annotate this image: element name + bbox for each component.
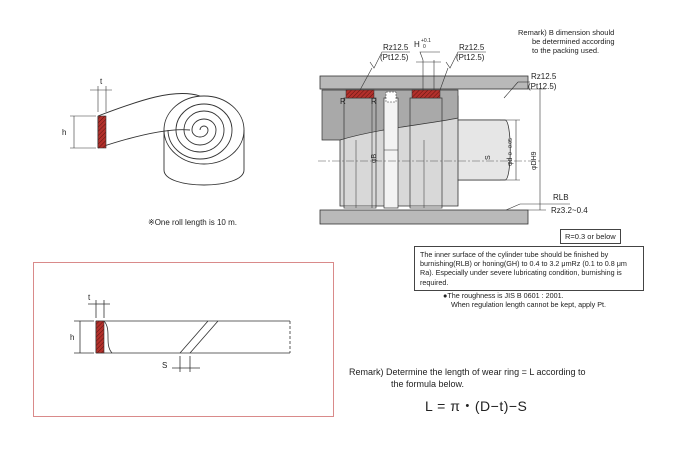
phi-d-label: φd [507,157,514,166]
rz-mid-label-1: Rz12.5 [459,43,485,52]
phi-dh9-label: φDH9 [531,151,538,170]
strip-frame [33,262,334,417]
rz-left-label-2: (Pt12.5) [380,53,409,62]
roughness-note: ●The roughness is JIS B 0601 : 2001. Whe… [443,291,606,310]
inner-surface-note: The inner surface of the cylinder tube s… [414,246,644,291]
r-mid-label: R [371,97,377,106]
roughness-line-2: When regulation length cannot be kept, a… [451,300,607,310]
remark-top-line-1: Remark) B dimension should [518,28,615,37]
h-tolerance-sup: +0.1 [421,38,431,44]
roll-dimensions [70,86,112,149]
remark-top-line-2: be determined according [532,37,615,46]
wear-ring-roll [97,93,245,186]
remark-b-dimension: Remark) B dimension should be determined… [518,28,615,55]
h-tolerance-label: H [414,40,420,49]
phi-b-label: φB [371,153,378,163]
remark-bottom-line-2: the formula below. [391,378,465,389]
strip-t-label: t [88,293,91,302]
phi-d-tolerance: 0 −0.05 [508,138,514,155]
cylinder-dimensions [359,51,570,211]
remark-wear-ring-length: Remark) Determine the length of wear rin… [349,367,586,390]
roll-length-note: ※One roll length is 10 m. [148,218,237,227]
rz-right-label-2: (Pt12.5) [528,82,557,91]
roll-cross-section [97,115,107,149]
h-tolerance-sub: 0 [423,44,426,50]
r-limit-note: R=0.3 or below [560,229,621,244]
length-formula: L = π・(D−t)−S [425,398,528,414]
s-mid-label: S [485,155,492,160]
rz-left-label-1: Rz12.5 [383,43,409,52]
rz-mid-label-2: (Pt12.5) [456,53,485,62]
rz-bottom-label: Rz3.2~0.4 [551,206,588,215]
remark-top-line-3: to the packing used. [532,46,600,55]
roll-t-label: t [100,77,103,86]
cylinder-section [318,75,540,225]
roughness-line-1: ●The roughness is JIS B 0601 : 2001. [443,291,564,300]
rz-right-label-1: Rz12.5 [531,72,557,81]
roll-h-label: h [62,128,66,137]
strip-h-label: h [70,333,74,342]
rlb-label: RLB [553,193,569,202]
strip-cross-section [95,320,105,354]
remark-bottom-line-1: Remark) Determine the length of wear rin… [349,367,586,377]
r-left-label: R [340,97,346,106]
strip-s-label: S [162,361,167,370]
